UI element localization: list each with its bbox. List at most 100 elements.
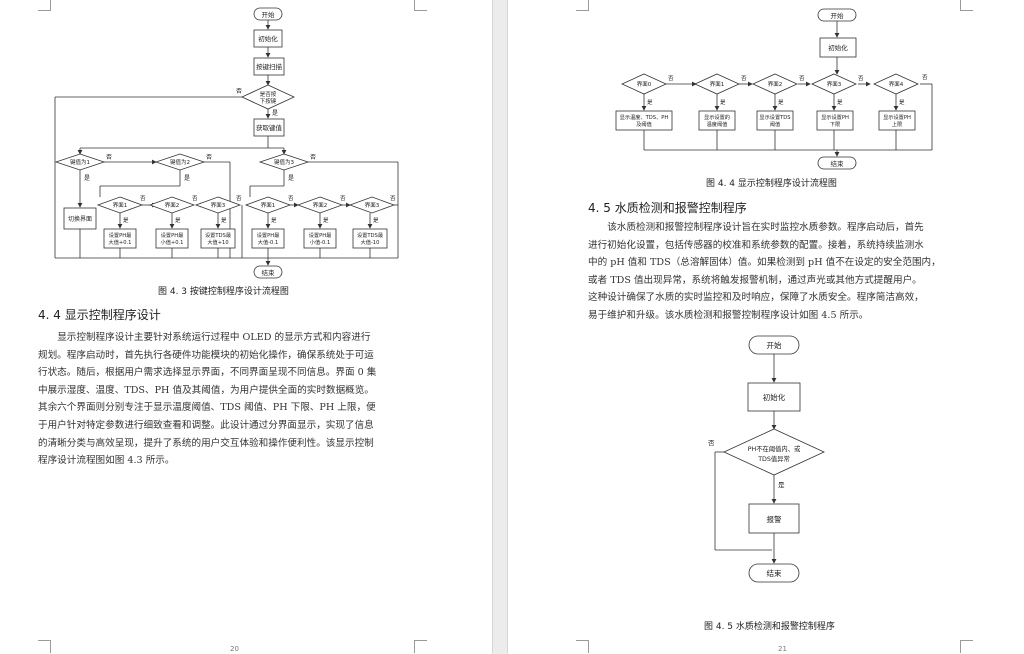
para-line: 中的 pH 值和 TDS（总溶解固体）值。如果检测到 pH 值不在设定的安全范围…	[588, 257, 941, 269]
screen1-label: 界面1	[710, 81, 725, 88]
yes-label: 是	[271, 217, 277, 224]
yes-label: 是	[323, 217, 329, 224]
para-line: 这种设计确保了水质的实时监控和及时响应，保障了水质安全。程序简洁高效，	[588, 292, 924, 304]
box1-line2: 温度阈值	[707, 120, 728, 128]
no-label: 否	[799, 75, 805, 82]
set-l3-line2: 大值+10	[207, 238, 228, 246]
crop-mark	[414, 640, 427, 653]
box1-line1: 显示设置的	[704, 113, 730, 121]
yes-label: 是	[837, 99, 843, 106]
para-line: 规划。程序启动时，首先执行各硬件功能模块的初始化操作，确保系统处于可运	[38, 349, 374, 361]
screen4-label: 界面4	[889, 81, 904, 88]
yes-label: 是	[778, 99, 784, 106]
yes-label: 是	[899, 99, 905, 106]
key2-label: 键值为2	[170, 158, 190, 166]
flow-key3: 键值为3	[258, 153, 310, 171]
flow-start-label: 开始	[262, 10, 276, 19]
set-r1-line2: 大值-0.1	[258, 238, 279, 246]
flow3-start: 开始	[748, 335, 800, 355]
flow-end-label: 结束	[262, 268, 276, 277]
box4-line2: 上限	[892, 120, 902, 128]
flow-set-l2: 设置PH最 小值+0.1	[155, 228, 189, 249]
flow-init-label: 初始化	[258, 34, 278, 43]
figure-caption: 图 4. 4 显示控制程序设计流程图	[706, 179, 837, 189]
flow3-init-label: 初始化	[763, 392, 786, 402]
no-label: 否	[922, 74, 928, 81]
flow-set-l3: 设置TDS最 大值+10	[200, 228, 236, 249]
screen3-label: 界面3	[827, 81, 842, 88]
flow2-screen4: 界面4	[873, 73, 919, 95]
no-label: 否	[858, 75, 864, 82]
flow-screen2-right: 界面2	[296, 196, 344, 214]
no-label: 否	[668, 75, 674, 82]
set-l1-line1: 设置PH最	[109, 231, 132, 239]
yes-label: 是	[778, 481, 785, 489]
no-label: 否	[741, 75, 747, 82]
screen2-label: 界面2	[768, 81, 783, 88]
figure-caption: 图 4. 5 水质检测和报警控制程序	[704, 622, 835, 632]
flow-switch: 切换界面	[63, 207, 97, 230]
flow2-box0: 显示温度、TDS、PH 及阈值	[615, 110, 673, 131]
flow-set-r2: 设置PH最 小值-0.1	[303, 228, 337, 249]
set-r2-line2: 小值-0.1	[310, 238, 331, 246]
flow2-box3: 显示设置PH 下限	[816, 110, 854, 131]
no-label: 否	[236, 195, 242, 202]
flow-screen1-right: 界面1	[244, 196, 292, 214]
flow-decision-key: 是否按 下按键	[241, 84, 295, 110]
no-label: 否	[708, 439, 715, 447]
no-label: 否	[390, 195, 396, 202]
yes-label: 是	[84, 175, 90, 182]
crop-mark	[576, 0, 589, 11]
flow-scan: 按键扫描	[253, 57, 285, 76]
set-r1-line1: 设置PH最	[257, 231, 280, 239]
screen3-label: 界面3	[211, 202, 226, 209]
crop-mark	[576, 640, 589, 653]
crop-mark	[960, 0, 973, 11]
yes-label: 是	[647, 99, 653, 106]
display-control-flowchart: 开始 初始化 界面0 界面1 界面2 界面3 界面4 否 否 否 否 否	[615, 8, 933, 170]
para-line: 程序设计流程图如图 4.3 所示。	[38, 455, 175, 467]
para-line: 的清晰分类与高效呈现，提升了系统的用户交互体验和操作便利性。该显示控制	[38, 437, 374, 449]
yes-label: 是	[184, 175, 190, 182]
flow3-end: 结束	[748, 563, 800, 583]
flow-end: 结束	[253, 265, 283, 279]
decision-key-line2: 下按键	[260, 97, 277, 105]
flow-key1: 键值为1	[54, 153, 106, 171]
flow-screen3-left: 界面3	[194, 196, 242, 214]
para-line: 于用户针对特定参数进行细致查看和调整。此设计通过分界面显示，实现了信息	[38, 419, 374, 431]
flow-get-value: 获取键值	[253, 118, 285, 137]
flow-set-l1: 设置PH最 大值+0.1	[103, 228, 137, 249]
water-alarm-flowchart: 开始 初始化 PH不在阈值内、或 TDS值异常 否 是 报警 结束	[708, 335, 825, 583]
para-line: 该水质检测和报警控制程序设计旨在实时监控水质参数。程序启动后，首先	[607, 222, 924, 233]
flow-set-r3: 设置TDS最 大值-10	[352, 228, 388, 249]
yes-label: 是	[288, 175, 294, 182]
page-number: 21	[778, 645, 787, 653]
para-line: 或者 TDS 值出现异常，系统将触发报警机制，通过声光或其他方式提醒用户。	[588, 274, 922, 286]
no-label: 否	[236, 88, 242, 95]
screen1-label: 界面1	[261, 202, 276, 209]
flow2-end-label: 结束	[831, 159, 845, 168]
flow2-end: 结束	[817, 156, 857, 170]
body-paragraph: 显示控制程序设计主要针对系统运行过程中 OLED 的显示方式和内容进行 规划。程…	[38, 329, 414, 470]
no-label: 否	[288, 195, 294, 202]
section-heading: 4. 5 水质检测和报警控制程序	[588, 201, 747, 215]
flow-screen3-right: 界面3	[348, 196, 396, 214]
para-line: 行状态。随后，根据用户需求选择显示界面，不同界面呈现不同信息。界面 0 集	[38, 367, 377, 379]
yes-label: 是	[221, 217, 227, 224]
crop-mark	[414, 0, 427, 11]
flow-init: 初始化	[253, 29, 283, 48]
set-l1-line2: 大值+0.1	[109, 238, 132, 246]
flow3-alarm: 报警	[748, 503, 800, 534]
flow2-init-label: 初始化	[828, 43, 848, 52]
figure-caption: 图 4. 3 按键控制程序设计流程图	[158, 287, 289, 297]
flow2-init: 初始化	[819, 37, 857, 58]
flow3-end-label: 结束	[767, 568, 782, 578]
screen0-label: 界面0	[637, 81, 652, 88]
box4-line1: 显示设置PH	[883, 113, 911, 121]
crop-mark	[38, 640, 51, 653]
key3-label: 键值为3	[274, 158, 295, 166]
flow2-box2: 显示设置TDS 阈值	[756, 110, 794, 131]
flow-screen2-left: 界面2	[148, 196, 196, 214]
page-number: 20	[230, 645, 239, 653]
set-l3-line1: 设置TDS最	[205, 231, 231, 239]
